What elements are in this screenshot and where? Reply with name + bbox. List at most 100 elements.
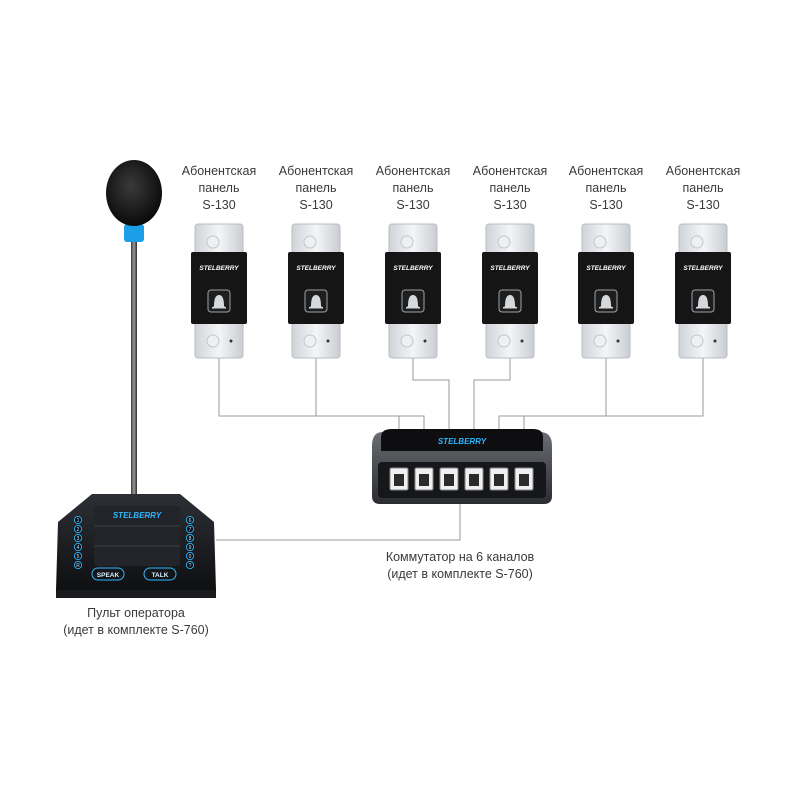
console-key[interactable] <box>185 560 195 570</box>
panel-label-line3: S-130 <box>493 198 527 212</box>
panel-label-line3: S-130 <box>686 198 720 212</box>
switch-brand: STELBERRY <box>438 437 487 446</box>
panel-screw <box>497 235 511 249</box>
panel-led <box>713 339 717 343</box>
panel-brand: STELBERRY <box>490 265 530 272</box>
switch-label-line1: Коммутатор на 6 каналов <box>385 550 535 564</box>
console-key[interactable] <box>73 542 83 552</box>
switch-top-panel <box>381 429 543 451</box>
console-key[interactable] <box>185 533 195 543</box>
console-key-label: 6 <box>189 518 192 524</box>
wire <box>315 358 425 432</box>
console-key[interactable] <box>185 515 195 525</box>
console-key[interactable] <box>73 551 83 561</box>
panel-screw <box>303 235 317 249</box>
panel-led <box>423 339 427 343</box>
panel-label-line3: S-130 <box>396 198 430 212</box>
panel-label-line1: Абонентская <box>181 164 257 178</box>
panels-group: STELBERRY STELBERRY STELBERRY STELBERRY STEL… <box>191 223 731 359</box>
console-key-label: 1 <box>77 518 80 524</box>
rj-port-slot <box>469 474 479 486</box>
panel-screw <box>206 334 220 348</box>
panel-front <box>578 252 634 324</box>
mic-neck <box>131 238 137 500</box>
panel-led <box>229 339 233 343</box>
bell-icon <box>600 295 612 307</box>
console-key-label: ? <box>189 563 192 569</box>
bell-base <box>212 307 226 309</box>
rj-port-slot <box>519 474 529 486</box>
console-key[interactable] <box>185 524 195 534</box>
talk-button[interactable] <box>143 567 177 581</box>
panel-screw <box>400 235 414 249</box>
bell-icon <box>504 295 516 307</box>
bell-base <box>503 307 517 309</box>
console-key-label: 4 <box>77 545 80 551</box>
console-key-label: 2 <box>77 527 80 533</box>
panel-label-line2: панель <box>585 181 627 195</box>
console-key[interactable] <box>185 542 195 552</box>
console-label: Пульт оператора (идет в комплекте S-760) <box>36 605 236 639</box>
rj-port-slot <box>419 474 429 486</box>
subscriber-panel: STELBERRY <box>288 223 344 359</box>
wire <box>216 504 461 541</box>
wire <box>218 358 400 432</box>
console-label-line2: (идет в комплекте S-760) <box>63 623 209 637</box>
speak-button-label: SPEAK <box>97 572 120 579</box>
panel-brand: STELBERRY <box>199 265 239 272</box>
rj-port-slot <box>394 474 404 486</box>
switch-ports <box>389 467 534 491</box>
console-key[interactable] <box>73 524 83 534</box>
panel-led <box>616 339 620 343</box>
console-base <box>56 590 216 598</box>
mic-head <box>106 160 162 226</box>
panel-label-line2: панель <box>682 181 724 195</box>
wire <box>473 358 511 432</box>
panel-brand: STELBERRY <box>586 265 626 272</box>
panel-brand: STELBERRY <box>296 265 336 272</box>
panel-label-line2: панель <box>489 181 531 195</box>
panel-label-line1: Абонентская <box>665 164 741 178</box>
panel-brand: STELBERRY <box>393 265 433 272</box>
switch-label: Коммутатор на 6 каналов (идет в комплект… <box>360 549 560 583</box>
panel-label-line1: Абонентская <box>472 164 548 178</box>
panel-led <box>520 339 524 343</box>
console-key-label: 3 <box>77 536 80 542</box>
bell-icon <box>697 295 709 307</box>
panel-led <box>326 339 330 343</box>
console-key[interactable] <box>73 533 83 543</box>
talk-button-label: TALK <box>152 572 169 579</box>
console-key-label: R <box>76 563 80 569</box>
bell-base <box>406 307 420 309</box>
rj-port-slot <box>444 474 454 486</box>
speak-button[interactable] <box>91 567 125 581</box>
panel-label-line1: Абонентская <box>278 164 354 178</box>
console-key[interactable] <box>73 515 83 525</box>
wire <box>412 358 450 432</box>
panel-screw <box>400 334 414 348</box>
console-key[interactable] <box>185 551 195 561</box>
bell-icon <box>310 295 322 307</box>
panel-front <box>675 252 731 324</box>
panel-front <box>482 252 538 324</box>
console-label-line1: Пульт оператора <box>87 606 185 620</box>
console-brand: STELBERRY <box>113 511 162 520</box>
panel-front <box>191 252 247 324</box>
console-display <box>94 506 180 566</box>
switch-device: STELBERRY <box>372 429 552 504</box>
panel-screw <box>690 235 704 249</box>
panel-screw <box>593 235 607 249</box>
subscriber-panel: STELBERRY <box>385 223 441 359</box>
console-key-label: 5 <box>77 554 80 560</box>
bell-base <box>309 307 323 309</box>
console-key[interactable] <box>73 560 83 570</box>
